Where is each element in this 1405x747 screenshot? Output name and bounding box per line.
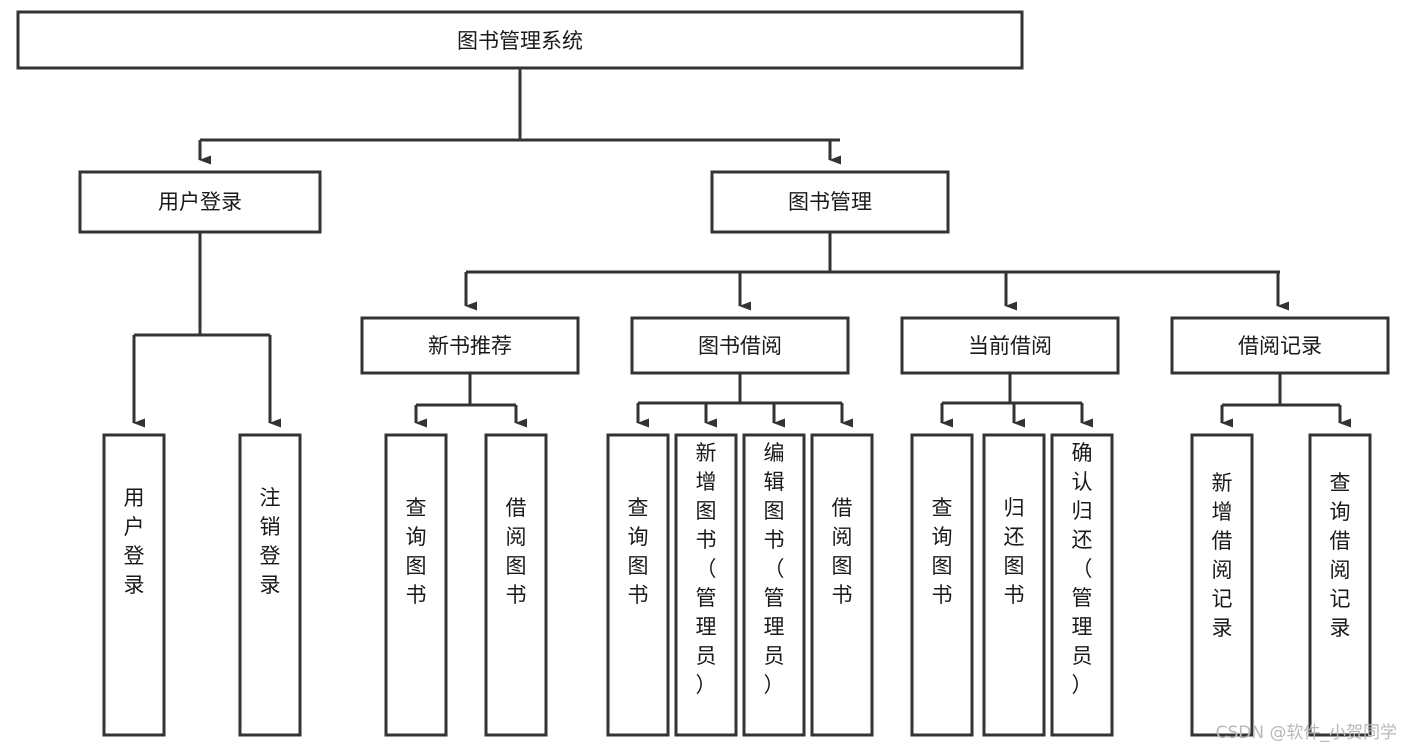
leaf-return-book[interactable]: 归还图书 — [982, 433, 1046, 737]
leaf-return-book-box[interactable] — [982, 433, 1046, 737]
leaf-query-book-1[interactable]: 查询图书 — [384, 433, 448, 737]
connector-currentborrow-to-leaves — [940, 373, 1093, 428]
leaf-logout[interactable]: 注销登录 — [238, 433, 302, 737]
leaf-query-record-box[interactable] — [1308, 433, 1372, 737]
connector-newbookrec-to-leaves — [414, 373, 527, 428]
leaf-query-book-3-box[interactable] — [910, 433, 974, 737]
leaf-query-book-2-box[interactable] — [606, 433, 670, 737]
leaf-confirm-return-label: 确认归还（管理员） — [1072, 441, 1093, 697]
leaf-add-book-label: 新增图书（管理员） — [696, 441, 717, 697]
leaf-query-book-3-label: 查询图书 — [932, 496, 953, 607]
node-root-label: 图书管理系统 — [457, 29, 583, 53]
node-user-login-label: 用户登录 — [158, 190, 242, 214]
leaf-borrow-book-1-box[interactable] — [484, 433, 548, 737]
leaf-borrow-book-1[interactable]: 借阅图书 — [484, 433, 548, 737]
leaf-user-login-label: 用户登录 — [124, 486, 145, 597]
connector-root-to-level1 — [198, 68, 841, 165]
leaf-borrow-book-2[interactable]: 借阅图书 — [810, 433, 874, 737]
node-current-borrow-box[interactable] — [900, 316, 1120, 375]
leaf-return-book-label: 归还图书 — [1004, 496, 1025, 607]
leaf-query-record[interactable]: 查询借阅记录 — [1308, 433, 1372, 737]
node-borrow-records-box[interactable] — [1170, 316, 1390, 375]
leaf-query-book-3[interactable]: 查询图书 — [910, 433, 974, 737]
leaf-confirm-return[interactable]: 确认归还（管理员） — [1050, 433, 1114, 737]
leaf-user-login-box[interactable] — [102, 433, 166, 737]
leaf-add-book-box[interactable] — [674, 433, 738, 737]
node-new-book-rec-box[interactable] — [360, 316, 580, 375]
node-new-book-rec-label: 新书推荐 — [428, 334, 512, 358]
leaf-add-book[interactable]: 新增图书（管理员） — [674, 433, 738, 737]
node-root[interactable]: 图书管理系统 — [16, 10, 1024, 70]
node-root-box[interactable] — [16, 10, 1024, 70]
leaf-query-book-1-label: 查询图书 — [406, 496, 427, 607]
leaf-query-book-2[interactable]: 查询图书 — [606, 433, 670, 737]
leaf-add-record-box[interactable] — [1190, 433, 1254, 737]
connector-bookmanage-to-level2 — [464, 232, 1289, 311]
leaf-query-book-1-box[interactable] — [384, 433, 448, 737]
leaf-logout-box[interactable] — [238, 433, 302, 737]
leaf-add-record[interactable]: 新增借阅记录 — [1190, 433, 1254, 737]
node-borrow-records-label: 借阅记录 — [1238, 334, 1322, 358]
node-book-manage-box[interactable] — [710, 170, 950, 234]
leaf-edit-book-box[interactable] — [742, 433, 806, 737]
node-book-borrow-label: 图书借阅 — [698, 334, 782, 358]
node-borrow-records[interactable]: 借阅记录 — [1170, 316, 1390, 375]
node-book-borrow[interactable]: 图书借阅 — [630, 316, 850, 375]
node-current-borrow-label: 当前借阅 — [968, 334, 1052, 358]
leaf-edit-book-label: 编辑图书（管理员） — [764, 441, 785, 697]
connector-borrowrecords-to-leaves — [1220, 373, 1351, 428]
leaf-edit-book[interactable]: 编辑图书（管理员） — [742, 433, 806, 737]
leaf-logout-label: 注销登录 — [260, 486, 281, 597]
node-user-login-box[interactable] — [78, 170, 322, 234]
node-current-borrow[interactable]: 当前借阅 — [900, 316, 1120, 375]
leaf-borrow-book-2-label: 借阅图书 — [832, 496, 853, 607]
leaf-query-book-2-label: 查询图书 — [628, 496, 649, 607]
node-book-manage-label: 图书管理 — [788, 190, 872, 214]
connector-bookborrow-to-leaves — [636, 373, 853, 428]
leaf-query-record-label: 查询借阅记录 — [1330, 471, 1351, 640]
node-user-login[interactable]: 用户登录 — [78, 170, 322, 234]
leaf-user-login[interactable]: 用户登录 — [102, 433, 166, 737]
connector-userlogin-to-leaves — [132, 232, 281, 428]
leaf-add-record-label: 新增借阅记录 — [1212, 471, 1233, 640]
node-book-manage[interactable]: 图书管理 — [710, 170, 950, 234]
leaf-confirm-return-box[interactable] — [1050, 433, 1114, 737]
leaf-borrow-book-2-box[interactable] — [810, 433, 874, 737]
node-new-book-rec[interactable]: 新书推荐 — [360, 316, 580, 375]
leaf-borrow-book-1-label: 借阅图书 — [506, 496, 527, 607]
node-book-borrow-box[interactable] — [630, 316, 850, 375]
